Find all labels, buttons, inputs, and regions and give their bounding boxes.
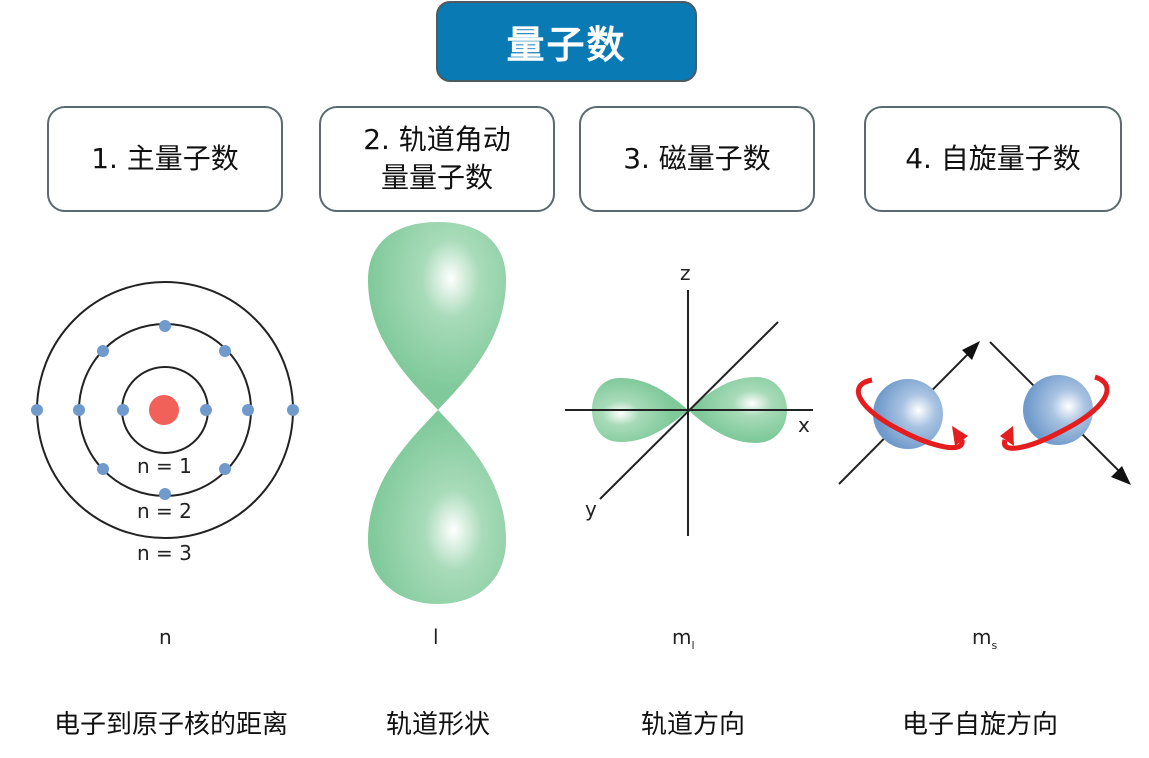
category-label: 4. 自旋量子数 — [905, 142, 1081, 175]
category-principal: 1. 主量子数 — [47, 106, 283, 212]
nucleus-icon — [149, 395, 179, 425]
description-angular: 轨道形状 — [385, 710, 490, 740]
x-axis-label: x — [798, 413, 810, 437]
z-axis-label: z — [680, 261, 691, 285]
description-spin: 电子自旋方向 — [901, 710, 1058, 740]
category-label: 3. 磁量子数 — [623, 142, 771, 175]
description-magnetic: 轨道方向 — [640, 710, 745, 740]
title-text: 量子数 — [506, 23, 627, 67]
description-principal: 电子到原子核的距离 — [53, 710, 288, 740]
shell-label-n1: n = 1 — [137, 454, 192, 478]
shell-label-n3: n = 3 — [137, 541, 192, 565]
symbol-n: n — [159, 625, 172, 649]
symbol-ml: ml — [672, 625, 695, 652]
y-axis-label: y — [585, 497, 597, 521]
category-label-line1: 2. 轨道角动 — [363, 123, 511, 156]
title-banner: 量子数 — [436, 1, 697, 82]
category-angular: 2. 轨道角动量量子数 — [319, 106, 555, 212]
symbol-l: l — [433, 625, 439, 649]
category-spin: 4. 自旋量子数 — [864, 106, 1122, 212]
category-label-line2: 量量子数 — [380, 161, 493, 194]
category-magnetic: 3. 磁量子数 — [579, 106, 815, 212]
category-label: 1. 主量子数 — [91, 142, 239, 175]
shell-label-n2: n = 2 — [137, 499, 192, 523]
symbol-ms: ms — [972, 625, 998, 652]
